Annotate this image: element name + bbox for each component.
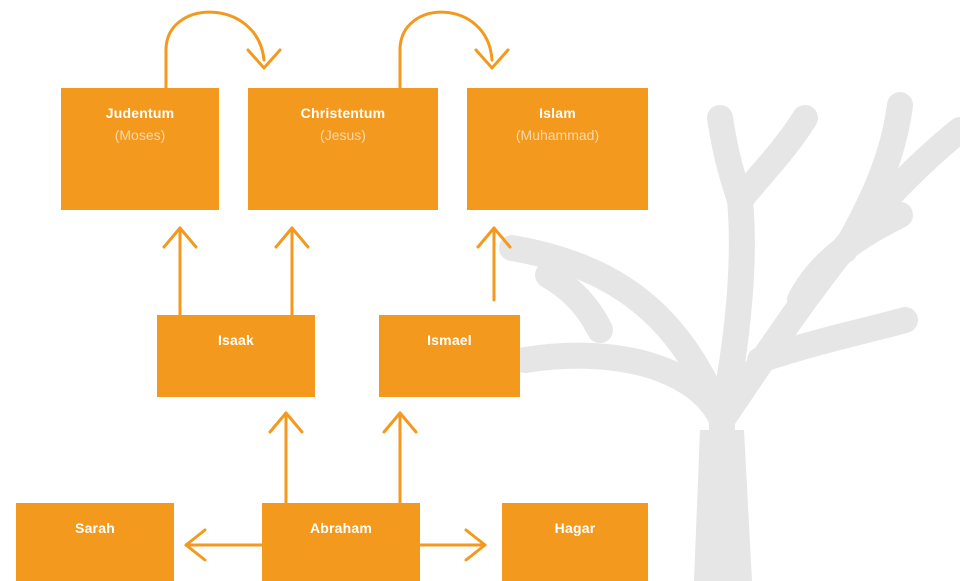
node-christentum-sub: (Jesus)	[320, 127, 366, 143]
node-hagar-name: Hagar	[554, 520, 596, 536]
node-judentum: Judentum (Moses)	[61, 88, 219, 210]
arrowhead-abraham-isaak	[268, 411, 304, 434]
node-sarah-name: Sarah	[75, 520, 115, 536]
node-sarah: Sarah	[16, 503, 174, 581]
node-islam-sub: (Muhammad)	[515, 127, 600, 143]
arrowhead-abraham-sarah	[184, 528, 207, 562]
node-abraham-name: Abraham	[309, 520, 373, 536]
node-christentum-name: Christentum	[300, 105, 386, 121]
node-judentum-sub: (Moses)	[114, 127, 166, 143]
node-ismael-name: Ismael	[427, 332, 472, 348]
arrowhead-abraham-hagar	[464, 528, 487, 562]
arrowhead-abraham-ismael	[382, 411, 418, 434]
node-islam-name: Islam	[539, 105, 576, 121]
node-isaak: Isaak	[157, 315, 315, 397]
arrowhead-isaak-judentum	[162, 226, 198, 249]
node-abraham: Abraham	[262, 503, 420, 581]
arrowhead-ismael-islam	[476, 226, 512, 249]
arrowhead-judentum-christentum	[246, 48, 282, 70]
node-judentum-name: Judentum	[105, 105, 175, 121]
arrowhead-christentum-islam	[474, 48, 510, 70]
node-ismael: Ismael	[379, 315, 520, 397]
node-isaak-name: Isaak	[217, 332, 255, 348]
node-christentum: Christentum (Jesus)	[248, 88, 438, 210]
arrow-christentum-islam	[398, 10, 494, 90]
node-islam: Islam (Muhammad)	[467, 88, 648, 210]
arrowhead-isaak-christentum	[274, 226, 310, 249]
arrow-judentum-christentum	[164, 10, 266, 90]
node-hagar: Hagar	[502, 503, 648, 581]
